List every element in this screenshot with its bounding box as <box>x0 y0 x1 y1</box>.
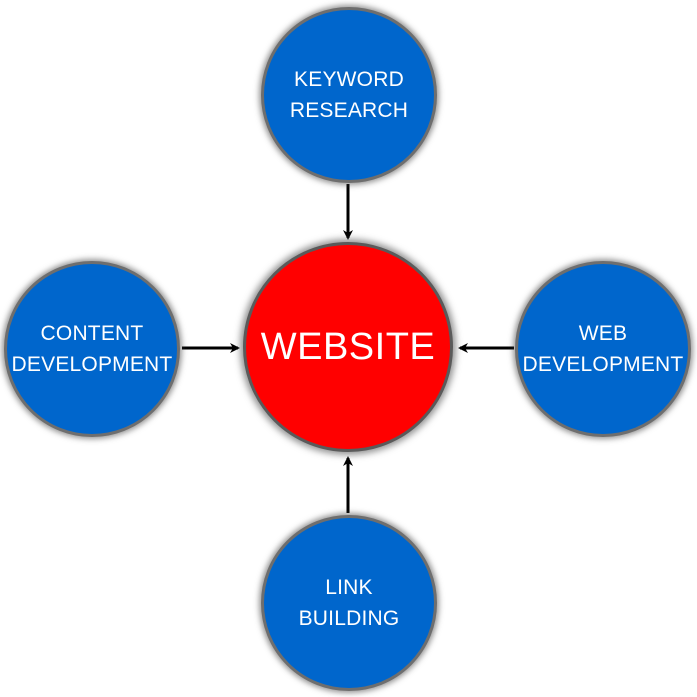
node-link-building-line2: BUILDING <box>298 607 400 630</box>
node-link-building: LINK BUILDING <box>261 515 437 691</box>
node-keyword-research: KEYWORD RESEARCH <box>261 7 437 183</box>
node-keyword-research-line1: KEYWORD <box>294 68 404 91</box>
node-link-building-line1: LINK <box>325 576 373 599</box>
node-content-development-line2: DEVELOPMENT <box>11 353 173 376</box>
node-web-development-line1: WEB <box>578 322 628 345</box>
node-content-development-line1: CONTENT <box>40 322 144 345</box>
node-web-development: WEB DEVELOPMENT <box>515 261 691 437</box>
node-website-label: WEBSITE <box>260 325 436 368</box>
node-content-development: CONTENT DEVELOPMENT <box>4 261 180 437</box>
node-web-development-line2: DEVELOPMENT <box>522 353 684 376</box>
node-website: WEBSITE <box>243 242 453 452</box>
node-keyword-research-line2: RESEARCH <box>289 99 409 122</box>
